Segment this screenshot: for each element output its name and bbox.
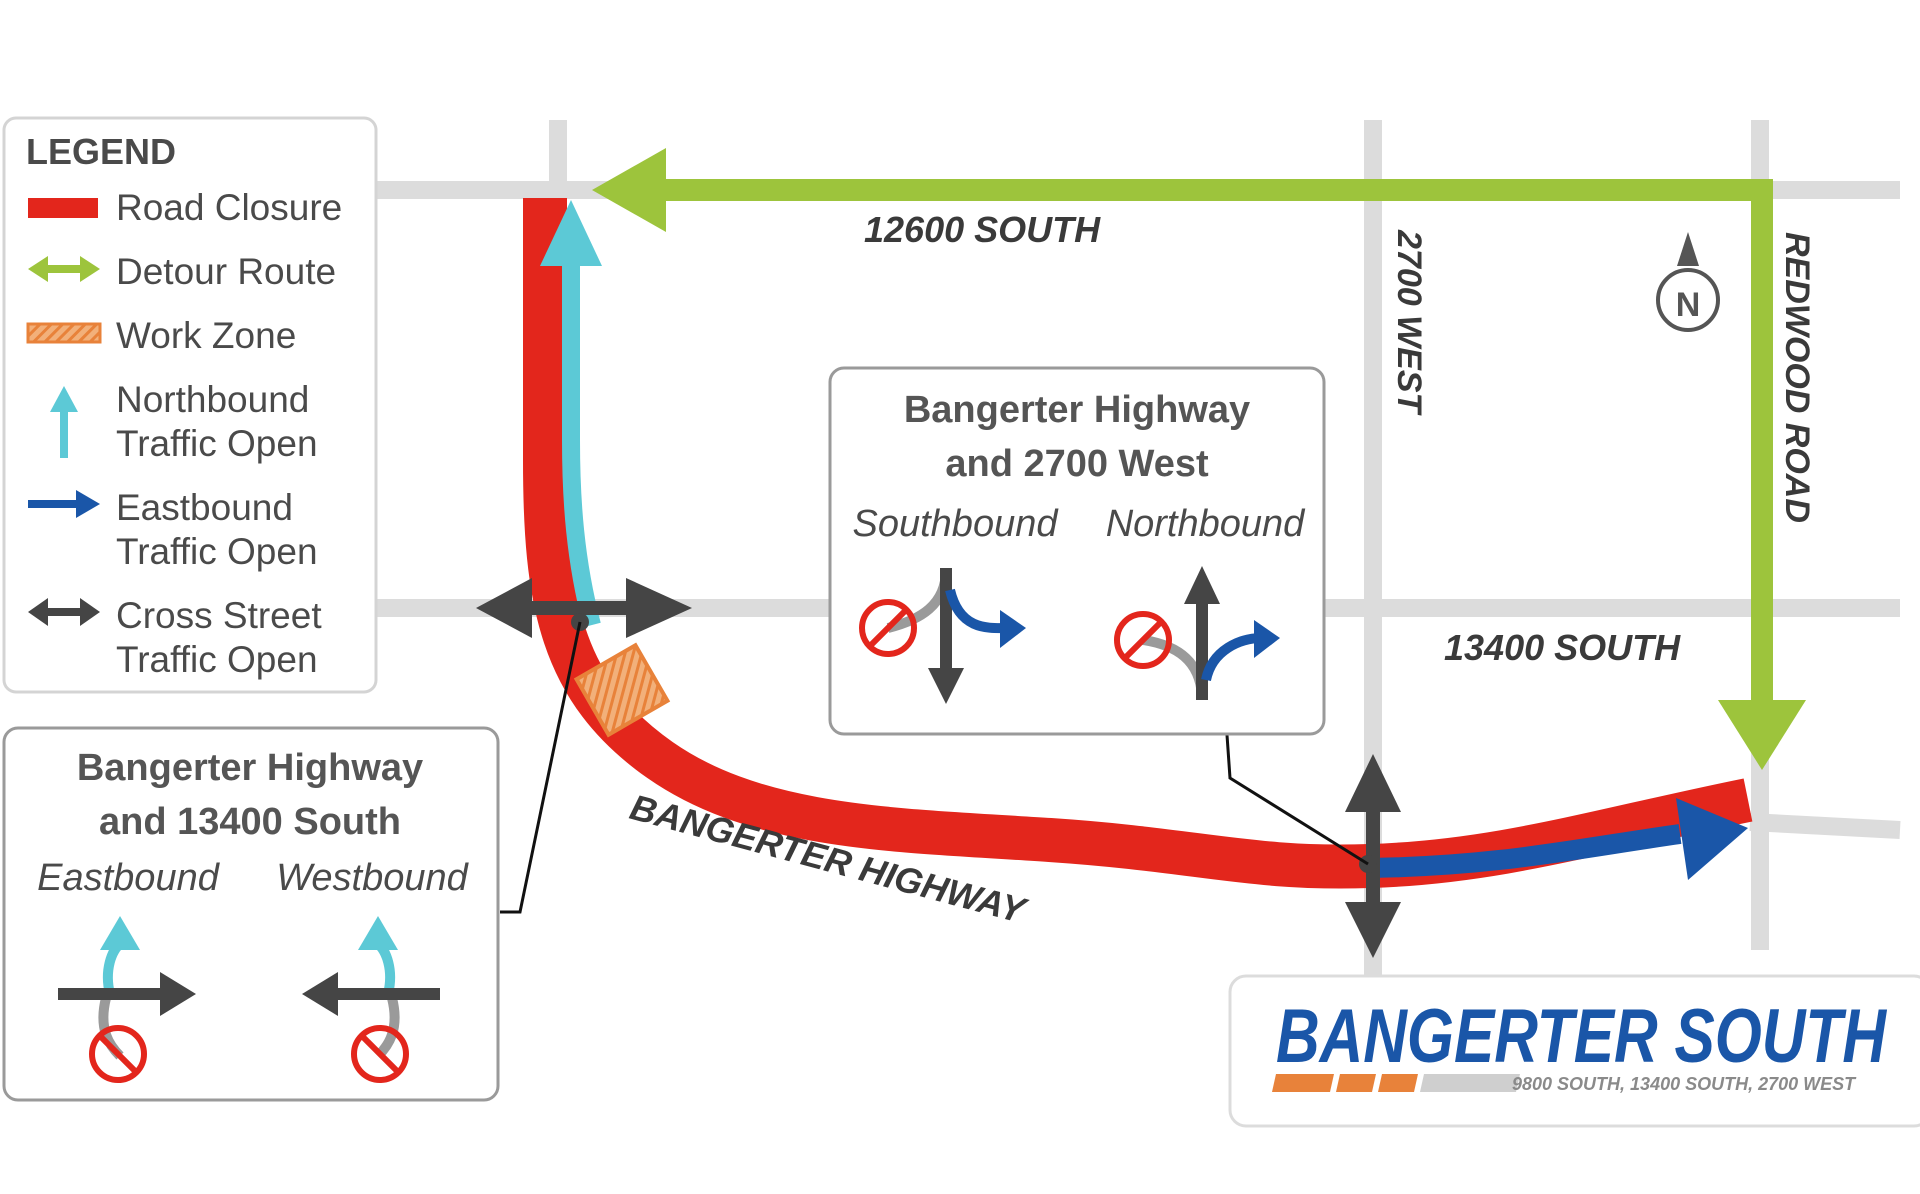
legend-detour-route: Detour Route	[116, 251, 336, 292]
road-closure-swatch	[28, 198, 98, 218]
legend-eastbound-line1: Eastbound	[116, 487, 293, 528]
callout-2700-title-line1: Bangerter Highway	[904, 389, 1250, 431]
cross-street-arrow-13400	[476, 578, 692, 638]
label-13400-south: 13400 SOUTH	[1444, 627, 1681, 668]
eastbound-arrowhead	[1676, 798, 1748, 880]
label-12600-south: 12600 SOUTH	[864, 209, 1101, 250]
legend-cross-street-line1: Cross Street	[116, 595, 322, 636]
callout-13400-westbound: Westbound	[276, 857, 469, 899]
legend-cross-street-line2: Traffic Open	[116, 639, 318, 680]
southbound-turn-icon	[859, 568, 1026, 704]
legend-work-zone: Work Zone	[116, 315, 296, 356]
label-redwood-road: REDWOOD ROAD	[1778, 232, 1816, 523]
leader-line-2700	[1225, 734, 1369, 866]
callout-2700-southbound: Southbound	[853, 503, 1060, 545]
callout-13400-box	[2, 726, 500, 1102]
callout-13400-south: Bangerter Highway and 13400 South Eastbo…	[2, 726, 500, 1102]
callout-2700-west: Bangerter Highway and 2700 West Southbou…	[828, 366, 1326, 736]
legend: LEGEND Road Closure Detour Route Work Zo…	[2, 116, 378, 694]
callout-2700-northbound: Northbound	[1106, 503, 1306, 545]
callout-13400-title-line1: Bangerter Highway	[77, 747, 423, 789]
northbound-arrowhead	[540, 200, 602, 266]
detour-route-swatch-icon	[28, 256, 100, 282]
street-east-stub	[1749, 813, 1901, 839]
callout-2700-title-line2: and 2700 West	[945, 443, 1209, 485]
legend-eastbound-line2: Traffic Open	[116, 531, 318, 572]
northbound-traffic-lane	[562, 262, 601, 628]
legend-box	[2, 116, 378, 694]
eastbound-swatch-icon	[28, 490, 100, 518]
detour-arrowhead-south	[1718, 700, 1806, 770]
northbound-turn-icon	[1114, 566, 1280, 700]
legend-title: LEGEND	[26, 131, 176, 172]
detour-route	[650, 179, 1773, 742]
legend-northbound-line2: Traffic Open	[116, 423, 318, 464]
work-zone-swatch	[26, 322, 102, 344]
cross-street-swatch-icon	[28, 598, 100, 626]
eastbound-traffic-lane	[1369, 824, 1682, 878]
work-zone	[573, 642, 671, 738]
legend-northbound-line1: Northbound	[116, 379, 309, 420]
eastbound-turn-icon	[58, 916, 196, 1083]
north-compass: N	[1656, 232, 1720, 332]
label-2700-west: 2700 WEST	[1390, 229, 1428, 417]
westbound-turn-icon	[302, 916, 440, 1083]
logo-title: BANGERTER SOUTH	[1276, 994, 1888, 1079]
bangerter-south-logo: BANGERTER SOUTH 9800 SOUTH, 13400 SOUTH,…	[1228, 974, 1920, 1128]
detour-arrowhead-west	[592, 148, 666, 232]
logo-stripe	[1272, 1074, 1520, 1092]
northbound-swatch-icon	[50, 386, 78, 458]
leader-line-13400	[500, 621, 582, 914]
compass-label: N	[1676, 286, 1701, 324]
callout-13400-title-line2: and 13400 South	[99, 801, 401, 843]
legend-road-closure: Road Closure	[116, 187, 342, 228]
north-arrow-icon	[1677, 232, 1699, 266]
callout-13400-eastbound: Eastbound	[37, 857, 221, 899]
logo-tagline: 9800 SOUTH, 13400 SOUTH, 2700 WEST	[1512, 1074, 1857, 1094]
